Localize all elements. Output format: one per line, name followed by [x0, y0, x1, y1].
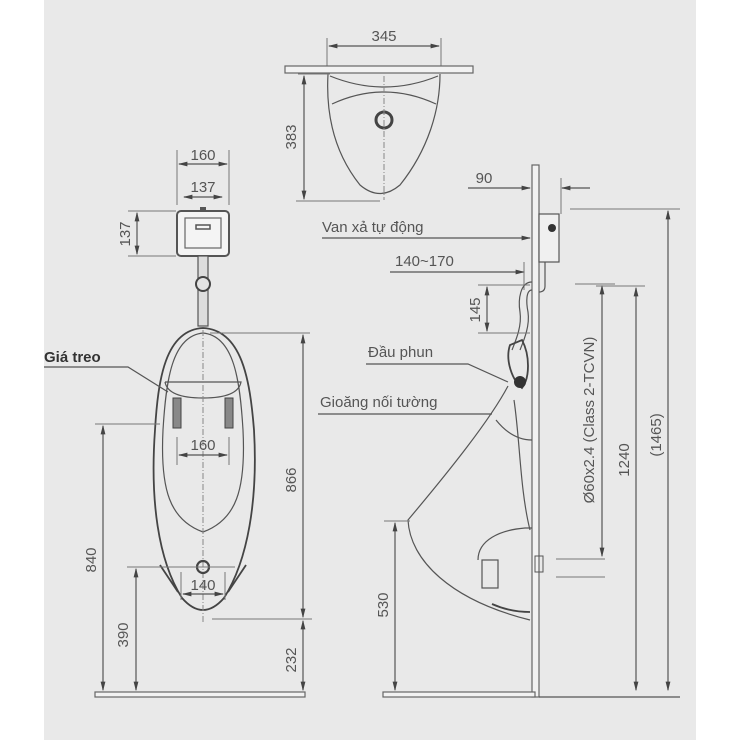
dim-137-width: 137 [190, 179, 215, 196]
dim-1240: 1240 [616, 443, 633, 476]
dim-345: 345 [371, 28, 396, 45]
dim-160-bracket: 160 [190, 437, 215, 454]
dim-390: 390 [115, 622, 132, 647]
dim-383: 383 [283, 124, 300, 149]
dim-232: 232 [283, 647, 300, 672]
top-view: 345 383 [283, 28, 474, 202]
dim-140-170: 140~170 [395, 253, 454, 270]
dim-840: 840 [83, 547, 100, 572]
label-bracket: Giá treo [44, 349, 101, 366]
dim-866: 866 [283, 467, 300, 492]
dim-160-valve: 160 [190, 147, 215, 164]
dim-140: 140 [190, 577, 215, 594]
label-spray-head: Đầu phun [368, 344, 433, 361]
dim-1465: (1465) [648, 413, 665, 456]
dim-145: 145 [467, 297, 484, 322]
dim-90: 90 [476, 170, 493, 187]
label-wall-gasket: Gioăng nối tường [320, 394, 437, 411]
front-view: 160 137 137 160 [44, 147, 312, 698]
drawing-background [44, 0, 696, 740]
label-auto-flush-valve: Van xả tự động [322, 219, 424, 236]
dim-137-height: 137 [117, 221, 134, 246]
side-view: 90 Van xả tự động 140~170 145 Đầu phun [318, 164, 680, 698]
dim-530: 530 [375, 592, 392, 617]
dim-pipe-spec: Ø60x2.4 (Class 2-TCVN) [581, 337, 598, 504]
